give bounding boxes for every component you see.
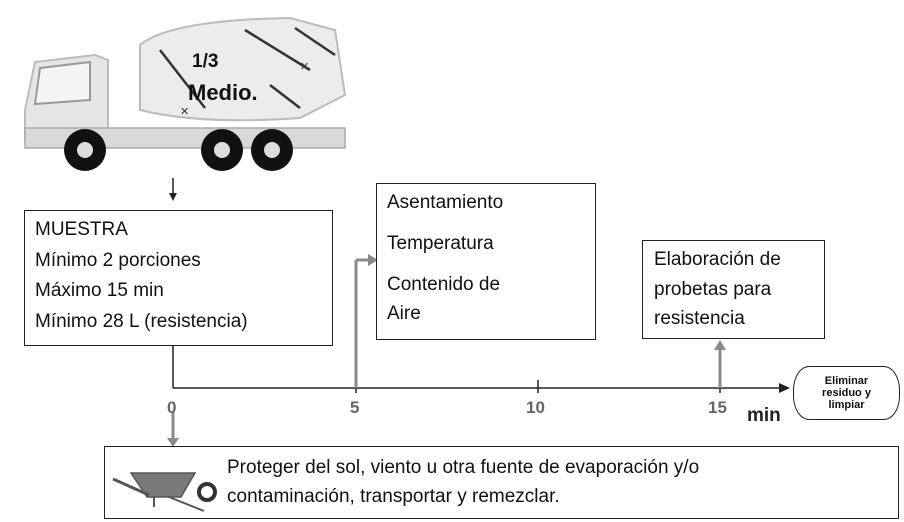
remix-arrow (167, 412, 179, 447)
test-air-content-line2: Aire (387, 303, 421, 324)
protection-line-1: Proteger del sol, viento u otra fuente d… (227, 457, 700, 478)
protection-box: Proteger del sol, viento u otra fuente d… (104, 446, 899, 519)
specimens-line-1: Elaboración de (654, 249, 781, 270)
svg-text:✕: ✕ (180, 105, 189, 118)
mixer-truck-icon: ✕ ✕ (24, 16, 347, 171)
cleanup-line-2: residuo y (822, 387, 871, 399)
probetas-arrow (714, 340, 726, 388)
time-unit-label: min (747, 405, 781, 426)
sample-line-portions: Mínimo 2 porciones (35, 249, 201, 271)
sample-line-max-time: Máximo 15 min (35, 280, 164, 301)
specimens-line-3: resistencia (654, 308, 745, 329)
tick-label-15: 15 (708, 398, 727, 417)
protection-line-2: contaminación, transportar y remezclar. (227, 486, 560, 507)
sample-box: MUESTRA Mínimo 2 porciones Máximo 15 min… (24, 210, 333, 346)
tick-label-0: 0 (167, 398, 177, 417)
truck-medio-label: Medio. (188, 80, 258, 105)
specimens-box: Elaboración de probetas para resistencia (642, 240, 825, 339)
test-slump: Asentamiento (387, 192, 504, 213)
truck-fraction-label: 1/3 (192, 51, 218, 72)
test-air-content-line1: Contenido de (387, 274, 501, 295)
tick-label-5: 5 (350, 398, 360, 417)
sample-title: MUESTRA (35, 219, 128, 240)
cleanup-line-3: limpiar (828, 399, 865, 411)
specimens-line-2: probetas para (654, 278, 772, 300)
truck-to-sample-arrow (169, 178, 177, 201)
tick-label-10: 10 (526, 398, 545, 417)
svg-text:✕: ✕ (300, 60, 309, 73)
wheelbarrow-icon (112, 472, 217, 512)
cleanup-box: Eliminar residuo y limpiar (793, 366, 900, 420)
timeline-axis (172, 346, 790, 393)
test-temperature: Temperatura (387, 233, 494, 254)
tests-arrow (354, 254, 378, 388)
sample-line-volume: Mínimo 28 L (resistencia) (35, 310, 248, 332)
tests-box: Asentamiento Temperatura Contenido de Ai… (376, 183, 596, 340)
cleanup-line-1: Eliminar (824, 375, 869, 387)
